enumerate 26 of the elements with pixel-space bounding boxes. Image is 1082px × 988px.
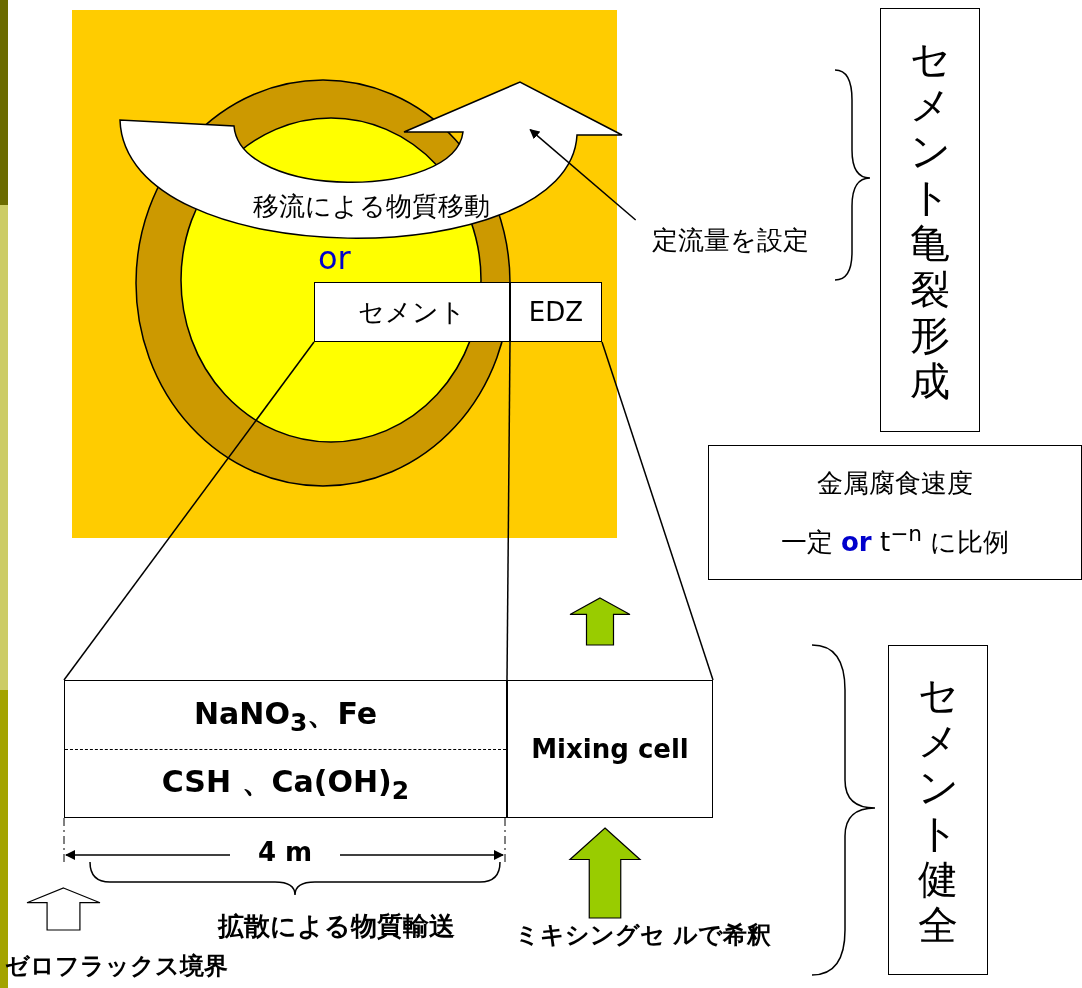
heading-text: 金属腐食速度	[817, 466, 973, 500]
connector-line	[63, 341, 315, 681]
node-text: Mixing cell	[531, 734, 689, 764]
node-text: セメント	[358, 295, 466, 329]
annotation-text: ミキシングセ ルで希釈	[515, 922, 772, 950]
arrow	[529, 128, 637, 221]
node-text: 一定 or t$^{−n}$ に比例	[780, 520, 1010, 559]
cement-box	[314, 282, 510, 342]
edz-box	[510, 282, 602, 342]
node-text: セメント亀裂形成	[909, 36, 951, 404]
connector-line	[506, 341, 511, 681]
process-box	[708, 445, 1082, 580]
arrow-label: 移流による物質移動	[253, 190, 490, 223]
annotation-text: 拡散による物質輸送	[218, 912, 455, 942]
conjunction-text: or	[318, 240, 351, 277]
connector-line	[601, 341, 714, 681]
annotation-text: 定流量を設定	[651, 223, 809, 257]
process-box	[880, 8, 980, 432]
cement-layer-box	[64, 680, 507, 818]
heading-text: NaNO$_{3}$、Fe	[194, 694, 377, 737]
node-text: CSH 、Ca(OH)$_{2}$	[161, 762, 410, 805]
node-text: EDZ	[528, 297, 584, 327]
node-text: セメント健全	[917, 672, 959, 948]
mixing-cell-box	[507, 680, 713, 818]
flow-arrow	[118, 80, 625, 240]
process-box	[888, 645, 988, 975]
